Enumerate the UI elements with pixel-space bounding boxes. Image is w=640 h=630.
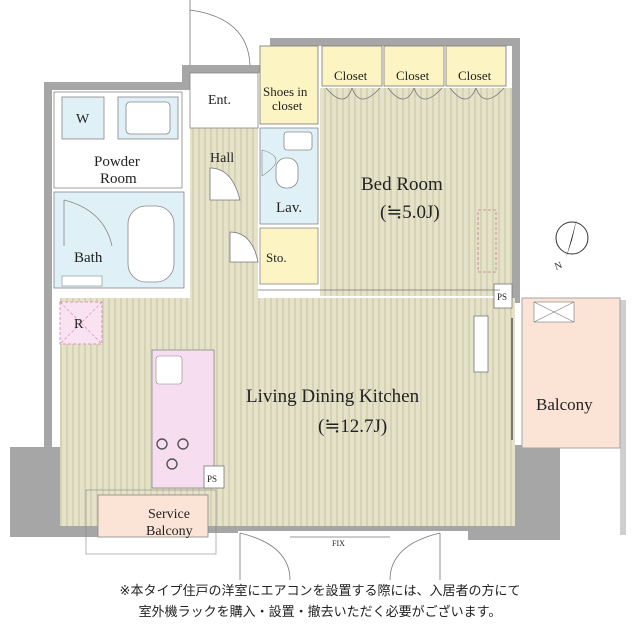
shoes-closet-label-2: closet [272,98,303,113]
refrigerator-label: R [74,317,84,332]
compass-north-label: N [553,260,564,273]
windows-doors [189,0,513,581]
bed-room-size-label: (≒5.0J) [380,202,440,223]
ldk-wall-fixture [473,315,489,373]
footnote-line-1: ※本タイプ住戸の洋室にエアコンを設置する際には、入居者の方にて [119,584,521,599]
entrance-floor [189,72,259,129]
powder-room [53,91,183,189]
closet-row [321,45,507,100]
ldk-floor [60,298,515,526]
balcony [521,297,621,449]
compass-icon [555,218,589,258]
storage [259,227,319,285]
closet-label-3: Closet [458,68,492,83]
service-balcony-label: Service [148,507,190,522]
ldk-label: Living Dining Kitchen [246,386,420,407]
refrigerator-space [59,301,103,345]
bed-room-floor [320,88,512,296]
footnote-line-2: 室外機ラックを購入・設置・撤去いただく必要がございます。 [138,605,502,620]
lavatory [259,127,319,225]
pipe-space-2 [203,465,225,489]
hall-label: Hall [210,151,234,166]
shoes-closet-label: Shoes in [263,84,308,99]
powder-room-label-2: Room [100,171,137,187]
bed-room-label: Bed Room [361,174,443,195]
storage-label: Sto. [266,250,287,265]
closet-label-2: Closet [396,68,430,83]
pipe-space-label-2: PS [207,474,217,484]
service-balcony [97,494,209,538]
pipe-space-label-1: PS [497,292,507,302]
powder-room-label: Powder [94,154,140,170]
ldk-size-label: (≒12.7J) [318,416,387,437]
washer-label: W [76,112,90,127]
bath [53,191,185,289]
bath-label: Bath [74,250,103,266]
hall-floor [190,128,258,300]
service-balcony-label-2: Balcony [146,524,193,539]
kitchen-counter [151,349,215,489]
balcony-label: Balcony [536,395,593,414]
service-balcony-outline [85,489,217,555]
lavatory-label: Lav. [276,200,302,216]
floor-areas [60,72,515,526]
entrance-label: Ent. [208,93,231,108]
closet-label-1: Closet [334,68,368,83]
shoes-closet [259,45,319,125]
fix-window-label: FIX [332,539,345,548]
